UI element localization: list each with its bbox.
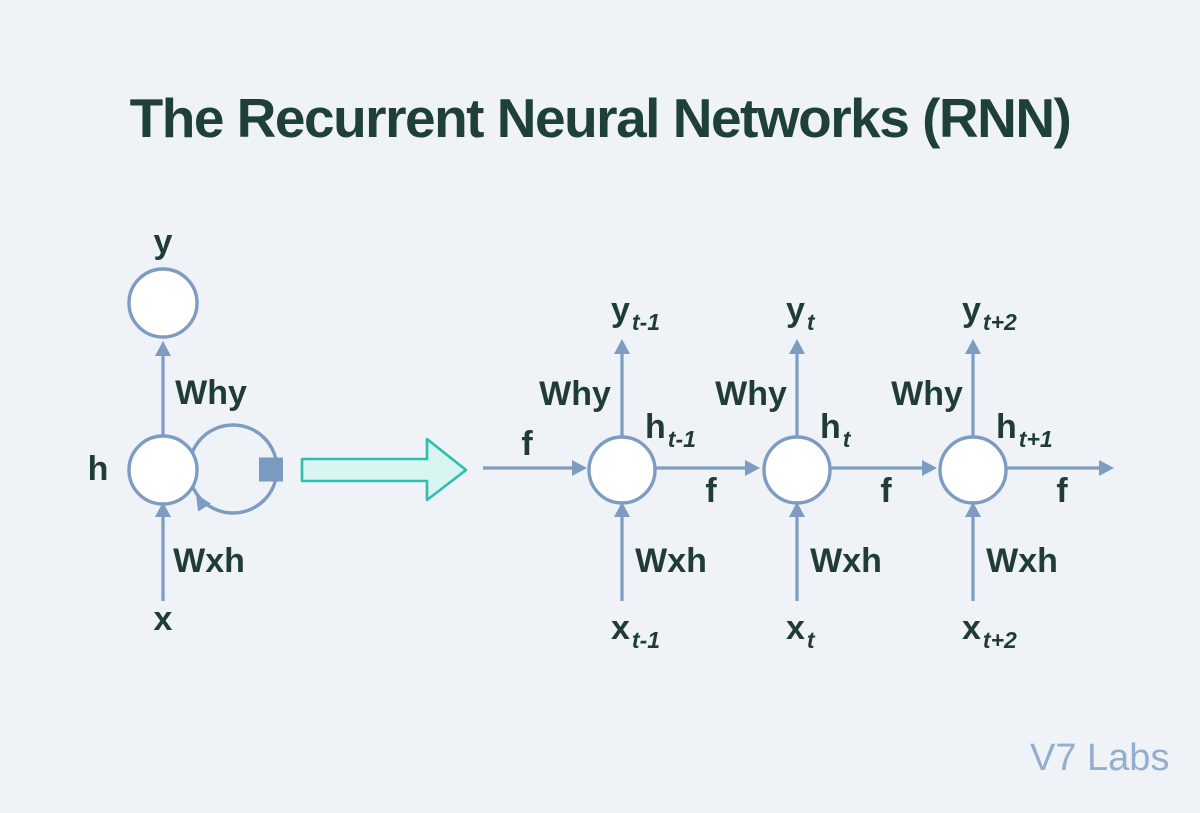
unrolled-node-1 [587, 435, 657, 505]
node3-wxh-label: Wxh [986, 542, 1058, 580]
unrolled-rnn-group [483, 339, 1114, 601]
state-arrow-1-2-head-icon [745, 460, 760, 476]
node1-why-label: Why [539, 375, 611, 413]
folded-why-label: Why [175, 374, 247, 412]
state-arrow-out-head-icon [1099, 460, 1114, 476]
node1-input-arrowhead-icon [614, 502, 630, 517]
h-to-y-arrowhead-icon [155, 341, 171, 356]
folded-wxh-label: Wxh [173, 542, 245, 580]
node3-x-subscript: t+2 [982, 627, 1017, 653]
node2-h-label: ht [820, 408, 851, 452]
page-title: The Recurrent Neural Networks (RNN) [129, 87, 1072, 149]
node1-y-label: yt-1 [611, 291, 661, 335]
folded-h-label: h [87, 450, 109, 488]
node3-y-subscript: t+2 [982, 309, 1017, 335]
node1-wxh-label: Wxh [635, 542, 707, 580]
node2-h-subscript: t [842, 426, 851, 452]
loop-arrowhead-icon [196, 494, 211, 512]
folded-rnn-group [127, 267, 283, 601]
node1-h-subscript: t-1 [667, 426, 696, 452]
node3-h-label: ht+1 [996, 408, 1053, 452]
node2-why-label: Why [715, 375, 787, 413]
node1-h-label: ht-1 [645, 408, 696, 452]
node2-y-label: yt [786, 291, 815, 335]
node3-why-label: Why [891, 375, 963, 413]
node2-f-label: f [880, 472, 892, 510]
folded-y-node [127, 267, 199, 339]
node3-y-label: yt+2 [962, 291, 1017, 335]
node1-f-label: f [705, 472, 717, 510]
folded-x-label: x [153, 600, 173, 638]
node2-wxh-label: Wxh [810, 542, 882, 580]
unroll-big-arrow-icon [300, 437, 468, 502]
node2-x-subscript: t [806, 627, 815, 653]
node1-y-subscript: t-1 [631, 309, 661, 335]
folded-h-node [127, 434, 199, 506]
node2-input-arrowhead-icon [789, 502, 805, 517]
node2-output-arrowhead-icon [789, 339, 805, 354]
node3-h-subscript: t+1 [1018, 426, 1053, 452]
folded-y-label: y [153, 223, 173, 261]
node2-y-subscript: t [806, 309, 815, 335]
node1-output-arrowhead-icon [614, 339, 630, 354]
v7-labs-watermark: V7 Labs [1030, 737, 1170, 779]
node3-x-label: xt+2 [962, 609, 1017, 653]
x-to-h-arrowhead-icon [155, 502, 171, 517]
unrolled-node-2 [762, 435, 832, 505]
node3-f-label: f [1056, 472, 1068, 510]
node1-x-subscript: t-1 [631, 627, 661, 653]
state-arrow-2-3-head-icon [922, 460, 937, 476]
node2-x-label: xt [786, 609, 815, 653]
node3-output-arrowhead-icon [965, 339, 981, 354]
loop-delay-square [259, 457, 283, 482]
node1-x-label: xt-1 [611, 609, 661, 653]
node3-input-arrowhead-icon [965, 502, 981, 517]
unrolled-node-3 [938, 435, 1008, 505]
state-arrow-in-head-icon [572, 460, 587, 476]
state-f-in-label: f [521, 425, 533, 463]
